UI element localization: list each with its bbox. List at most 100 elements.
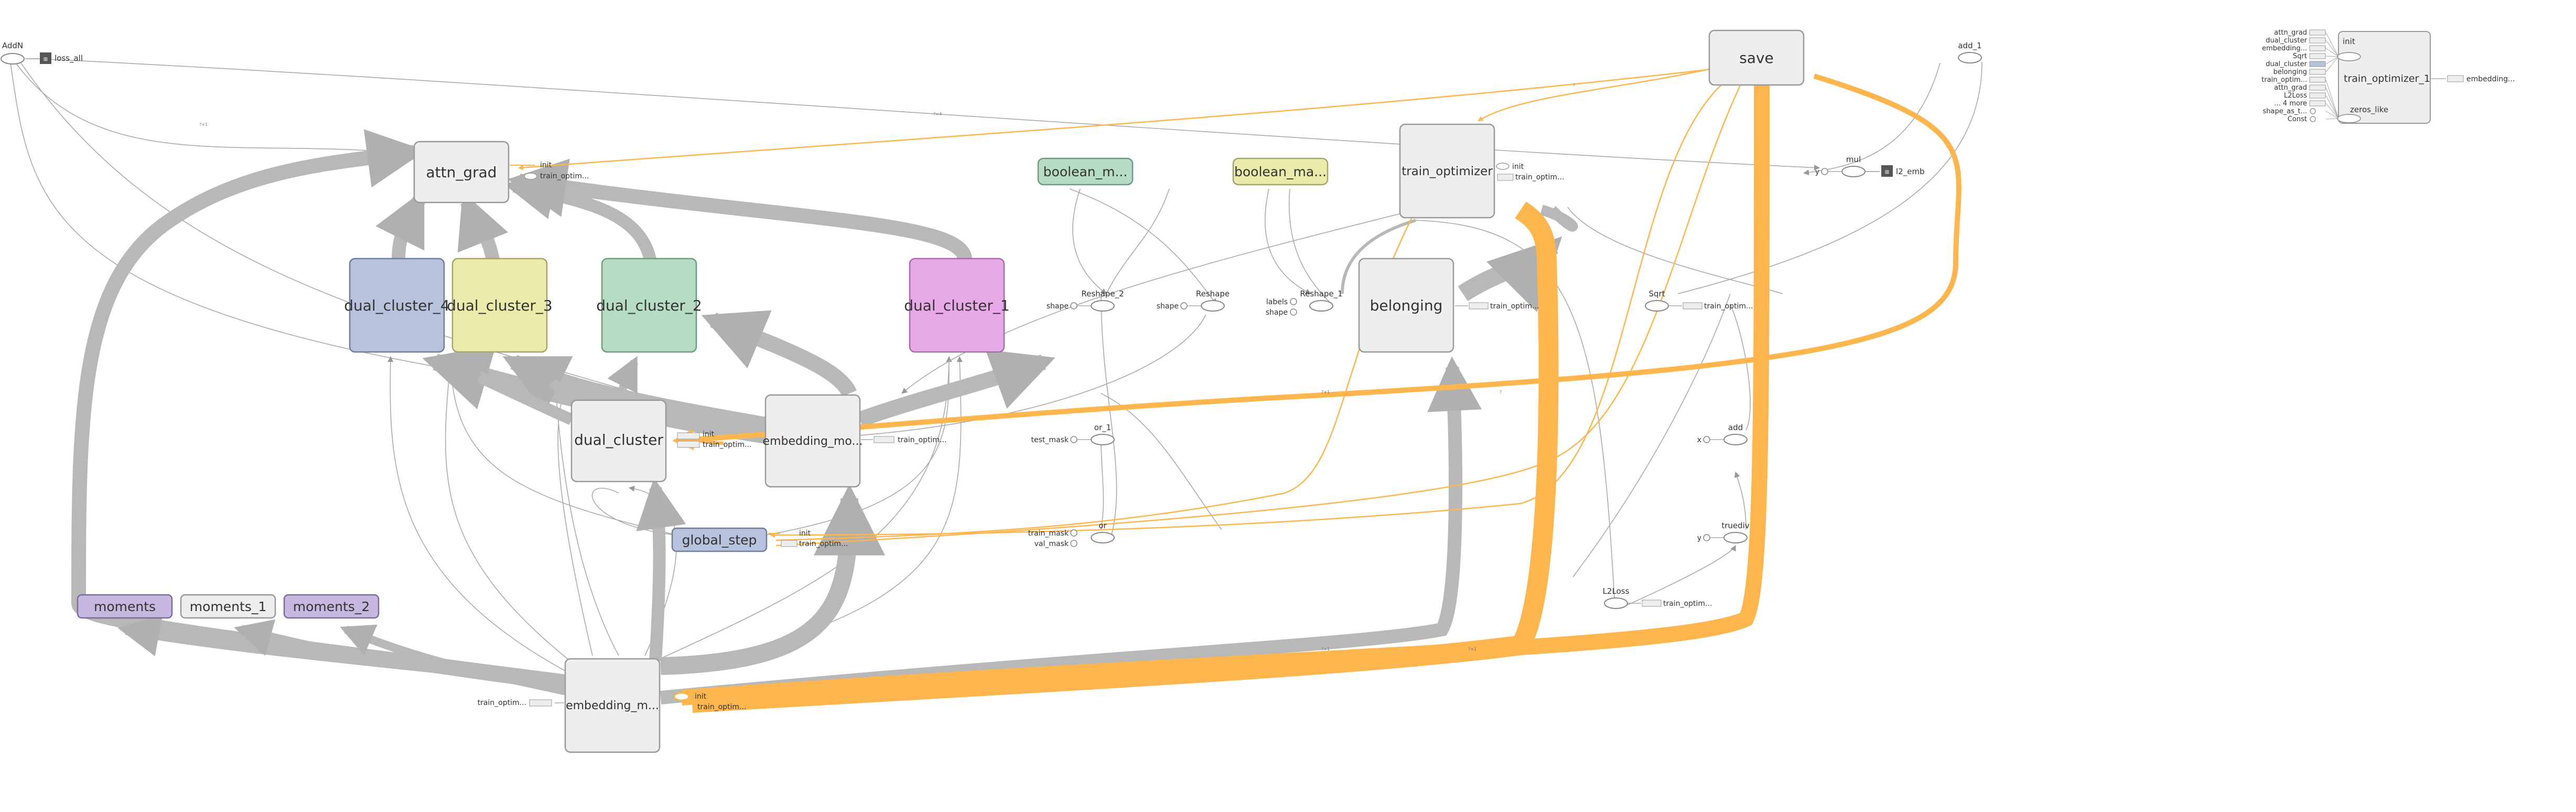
node-dual-cluster-4[interactable]: dual_cluster_4: [344, 258, 450, 353]
op-mul[interactable]: mul: [1841, 155, 1866, 177]
moments-1-label: moments_1: [190, 599, 266, 614]
node-embedding-m[interactable]: embedding_m...: [564, 658, 661, 753]
save-label: save: [1739, 49, 1774, 67]
node-belonging[interactable]: belonging: [1358, 258, 1454, 353]
side-input-item[interactable]: Const: [2288, 115, 2339, 123]
aux-embedding-mo: train_optim...: [861, 436, 946, 444]
svg-text:?×1: ?×1: [1321, 647, 1330, 651]
side-input-item[interactable]: dual_cluster: [2266, 37, 2339, 57]
op-reshape-2[interactable]: Reshape_2: [1081, 289, 1124, 312]
svg-text:loss_all: loss_all: [55, 54, 83, 63]
svg-text:y: y: [1815, 168, 1819, 176]
svg-text:⊞: ⊞: [44, 57, 48, 62]
node-global-step[interactable]: global_step: [671, 527, 768, 552]
side-input-item[interactable]: embedding...: [2262, 45, 2339, 57]
aux-embedding-m: init train_optim... train_optim...: [478, 692, 746, 711]
op-add-1[interactable]: add_1: [1958, 41, 1982, 63]
svg-text:init: init: [1512, 163, 1524, 171]
node-boolean-m[interactable]: boolean_m...: [1037, 157, 1134, 186]
node-train-optimizer[interactable]: train_optimizer: [1399, 123, 1495, 219]
side-input-item[interactable]: shape_as_t...: [2263, 108, 2339, 119]
aux-global-step: init train_optim...: [768, 529, 848, 548]
input-shape-c: shape: [1266, 308, 1297, 317]
node-moments[interactable]: moments: [77, 594, 173, 619]
svg-text:init: init: [703, 430, 715, 439]
dual-cluster-label: dual_cluster: [574, 431, 663, 448]
op-or-1[interactable]: or_1: [1091, 423, 1115, 445]
svg-text:?: ?: [1500, 390, 1502, 394]
svg-text:?×1: ?×1: [1468, 647, 1476, 651]
side-input-item[interactable]: attn_grad: [2274, 29, 2339, 57]
summary-l2-emb[interactable]: ⊞ l2_emb: [1866, 165, 1925, 177]
op-add[interactable]: add: [1723, 423, 1748, 445]
svg-text:Reshape_2: Reshape_2: [1081, 289, 1124, 299]
edge-dim-labels: ?×1 ?×4 ? ?×1 ? ?×1 ?×1: [199, 83, 1575, 651]
svg-text:val_mask: val_mask: [1034, 540, 1069, 548]
side-input-label: attn_grad: [2274, 29, 2307, 37]
aux-belonging: train_optim...: [1455, 302, 1539, 311]
moments-label: moments: [94, 599, 156, 614]
dual-cluster-1-label: dual_cluster_1: [904, 297, 1010, 314]
svg-text:train_optim...: train_optim...: [1490, 302, 1539, 311]
svg-text:?: ?: [1573, 83, 1575, 88]
side-input-label: attn_grad: [2274, 84, 2307, 92]
svg-text:shape: shape: [1266, 308, 1288, 317]
node-dual-cluster[interactable]: dual_cluster: [570, 399, 667, 483]
side-input-label: belonging: [2273, 68, 2307, 76]
input-y-a: y: [1697, 534, 1723, 542]
op-reshape[interactable]: Reshape: [1196, 289, 1230, 312]
node-dual-cluster-1[interactable]: dual_cluster_1: [904, 258, 1010, 353]
side-input-item[interactable]: train_optim...: [2261, 76, 2339, 119]
op-addn[interactable]: AddN: [1, 41, 25, 65]
node-dual-cluster-3[interactable]: dual_cluster_3: [447, 258, 553, 353]
svg-text:?×4: ?×4: [933, 112, 942, 116]
op-reshape-1[interactable]: Reshape_1: [1300, 289, 1343, 312]
svg-text:shape: shape: [1047, 302, 1069, 311]
svg-text:labels: labels: [1266, 298, 1288, 306]
aux-train-optimizer: init train_optim...: [1496, 163, 1564, 181]
svg-text:x: x: [1697, 436, 1701, 444]
node-moments-2[interactable]: moments_2: [283, 594, 380, 619]
svg-text:train_optim...: train_optim...: [697, 703, 746, 711]
input-val-mask: val_mask: [1034, 540, 1077, 548]
node-embedding-mo[interactable]: embedding_mo...: [763, 394, 863, 488]
input-shape-a: shape: [1047, 302, 1091, 311]
dual-cluster-2-label: dual_cluster_2: [596, 297, 702, 314]
svg-text:Reshape: Reshape: [1196, 289, 1230, 298]
svg-text:train_optim...: train_optim...: [799, 540, 848, 548]
side-input-item[interactable]: dual_cluster: [2266, 56, 2339, 68]
thin-edges: [10, 58, 1982, 672]
dual-cluster-3-label: dual_cluster_3: [447, 297, 553, 314]
side-zeros-like-label: zeros_like: [2350, 105, 2388, 115]
side-input-item[interactable]: Sqrt: [2293, 52, 2339, 60]
side-panel-inputs: attn_graddual_clusterembedding...Sqrtdua…: [2261, 29, 2339, 123]
side-input-label: Sqrt: [2293, 52, 2307, 60]
svg-text:?×1: ?×1: [199, 122, 208, 127]
svg-text:or: or: [1098, 521, 1107, 530]
aux-dual-cluster: init train_optim...: [677, 430, 751, 449]
svg-text:⊞: ⊞: [1885, 169, 1889, 175]
side-input-item[interactable]: belonging: [2273, 56, 2339, 76]
op-sqrt[interactable]: Sqrt: [1645, 289, 1669, 312]
svg-text:add: add: [1728, 423, 1743, 432]
side-input-item[interactable]: attn_grad: [2274, 84, 2339, 119]
op-truediv[interactable]: truediv: [1721, 521, 1750, 543]
summary-loss-all[interactable]: ⊞ loss_all: [25, 52, 83, 64]
node-boolean-ma[interactable]: boolean_ma...: [1232, 157, 1329, 186]
input-shape-b: shape: [1157, 302, 1201, 311]
svg-text:add_1: add_1: [1958, 41, 1981, 51]
svg-text:l2_emb: l2_emb: [1896, 167, 1925, 177]
op-l2loss[interactable]: L2Loss: [1603, 586, 1630, 609]
svg-text:mul: mul: [1846, 155, 1861, 164]
node-dual-cluster-2[interactable]: dual_cluster_2: [596, 258, 702, 353]
node-moments-1[interactable]: moments_1: [180, 594, 276, 619]
side-input-label: L2Loss: [2284, 92, 2307, 100]
side-input-label: embedding...: [2262, 45, 2307, 52]
node-attn-grad[interactable]: attn_grad: [413, 141, 510, 204]
svg-text:train_optim...: train_optim...: [1704, 302, 1753, 311]
side-input-item[interactable]: ... 4 more: [2274, 100, 2339, 119]
node-save[interactable]: save: [1708, 29, 1805, 86]
op-or[interactable]: or: [1091, 521, 1115, 543]
side-input-item[interactable]: L2Loss: [2284, 92, 2339, 119]
